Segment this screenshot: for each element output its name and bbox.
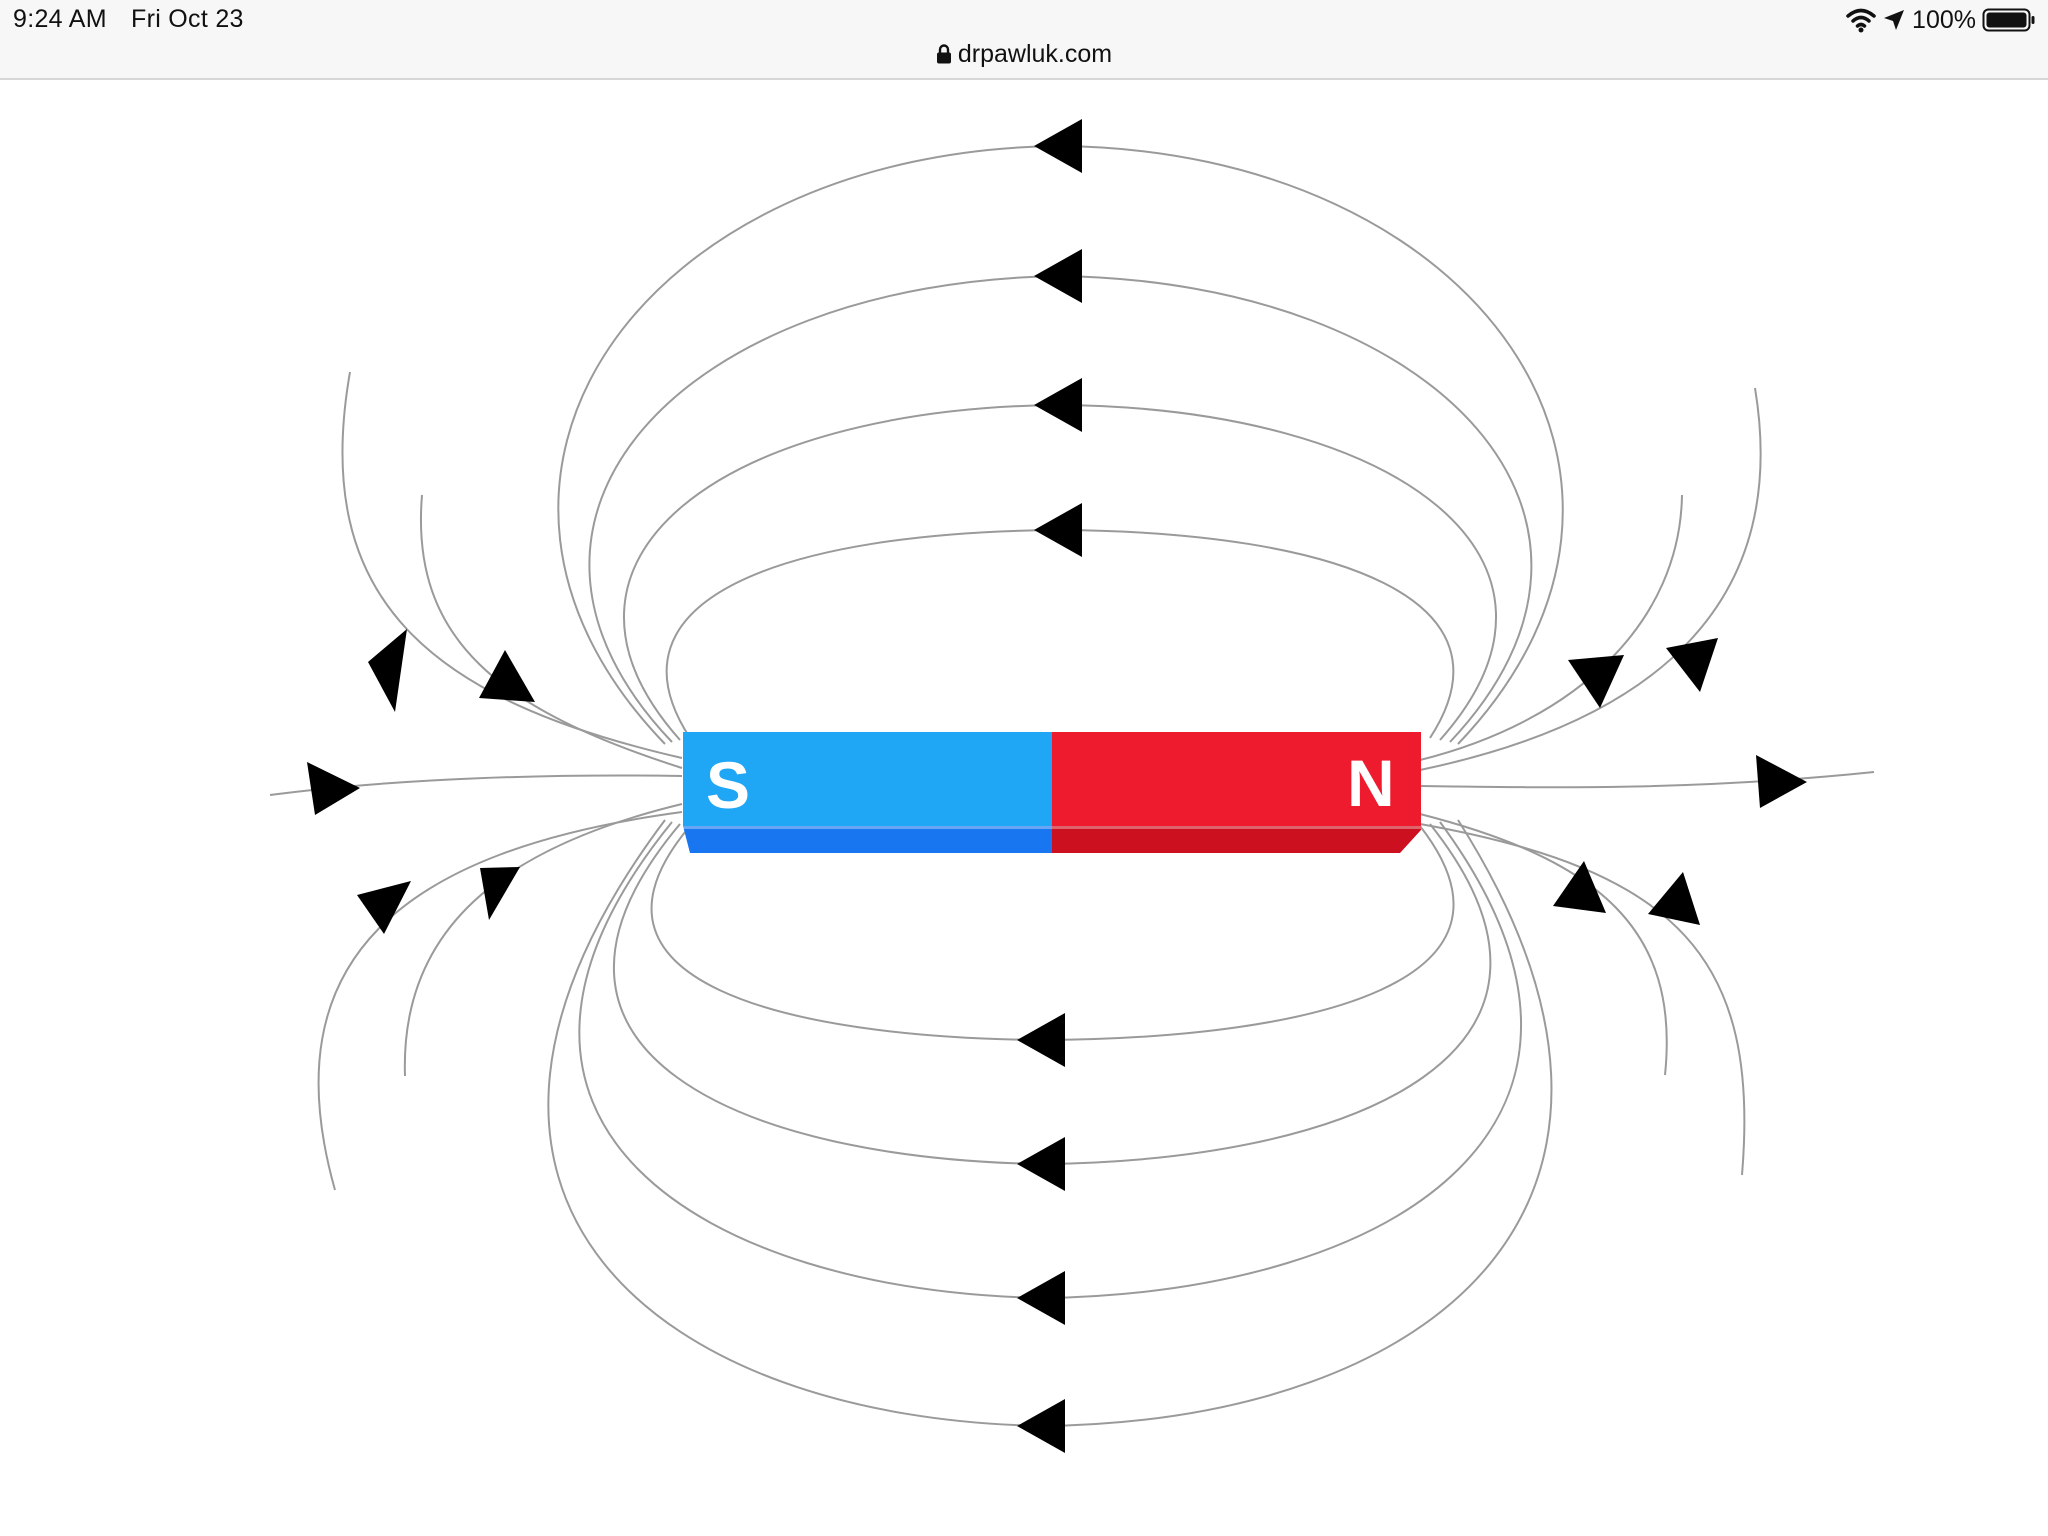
status-time: 9:24 AM [13,5,107,33]
field-line-upper-1 [665,528,1455,739]
magnet-south-half [683,732,1052,826]
field-line-lower-3 [578,821,1522,1300]
bar-magnet: S N [683,732,1421,853]
arrow-upper-2 [1034,378,1082,432]
arrow-right-top-inner [1568,655,1624,708]
arrow-right-top-outer [1666,638,1718,692]
arrow-upper-1 [1034,503,1082,557]
field-line-right-mid [1419,771,1875,789]
arrow-left-bottom-inner [480,867,520,920]
arrow-right-bottom-outer [1648,872,1700,925]
north-pole-label: N [1347,746,1395,820]
arrow-upper-4 [1034,119,1082,173]
field-line-left-bottom-outer [317,811,683,1191]
arrow-left-bottom-outer [357,881,411,934]
arrow-left-top-inner [479,650,535,702]
field-line-upper-3 [588,274,1533,743]
field-arrows [307,119,1807,1453]
arrow-right-bottom-inner [1553,861,1606,913]
lock-icon [936,44,951,64]
magnetic-field-diagram: S N [269,119,1875,1453]
field-line-lower-2 [612,823,1492,1166]
url-text: drpawluk.com [957,39,1113,68]
field-line-lower-1 [650,825,1455,1042]
arrow-left-mid [307,762,360,815]
arrow-lower-4 [1017,1399,1065,1453]
field-line-right-top-outer [1419,387,1762,771]
field-line-right-bottom-inner [1419,813,1668,1076]
wifi-icon [1846,8,1876,33]
arrow-left-top-outer [368,629,407,712]
address-bar[interactable]: drpawluk.com [0,38,2048,70]
magnet-south-shadow [683,826,1052,853]
browser-status-bar: 9:24 AM Fri Oct 23 100% drpawluk.com [0,0,2048,80]
magnet-north-shadow [1052,826,1421,853]
magnet-north-half [1052,732,1421,826]
status-indicators: 100% [1846,4,2036,36]
arrow-right-mid [1756,755,1807,808]
location-arrow-icon [1884,10,1905,30]
arrow-lower-3 [1017,1271,1065,1325]
field-line-lower-4 [547,819,1553,1428]
battery-percent: 100% [1912,5,1976,34]
arrow-lower-1 [1017,1013,1065,1067]
field-line-right-bottom-outer [1419,823,1746,1176]
arrow-lower-2 [1017,1137,1065,1191]
field-line-upper-2 [622,403,1498,741]
field-lines [269,144,1875,1428]
field-line-right-top-inner [1419,494,1683,761]
field-line-left-top-inner [419,494,683,769]
field-line-upper-4 [557,144,1564,745]
field-line-left-bottom-inner [403,803,683,1077]
arrow-upper-3 [1034,249,1082,303]
status-date: Fri Oct 23 [131,5,244,33]
battery-icon [1982,8,2035,32]
south-pole-label: S [706,748,750,822]
